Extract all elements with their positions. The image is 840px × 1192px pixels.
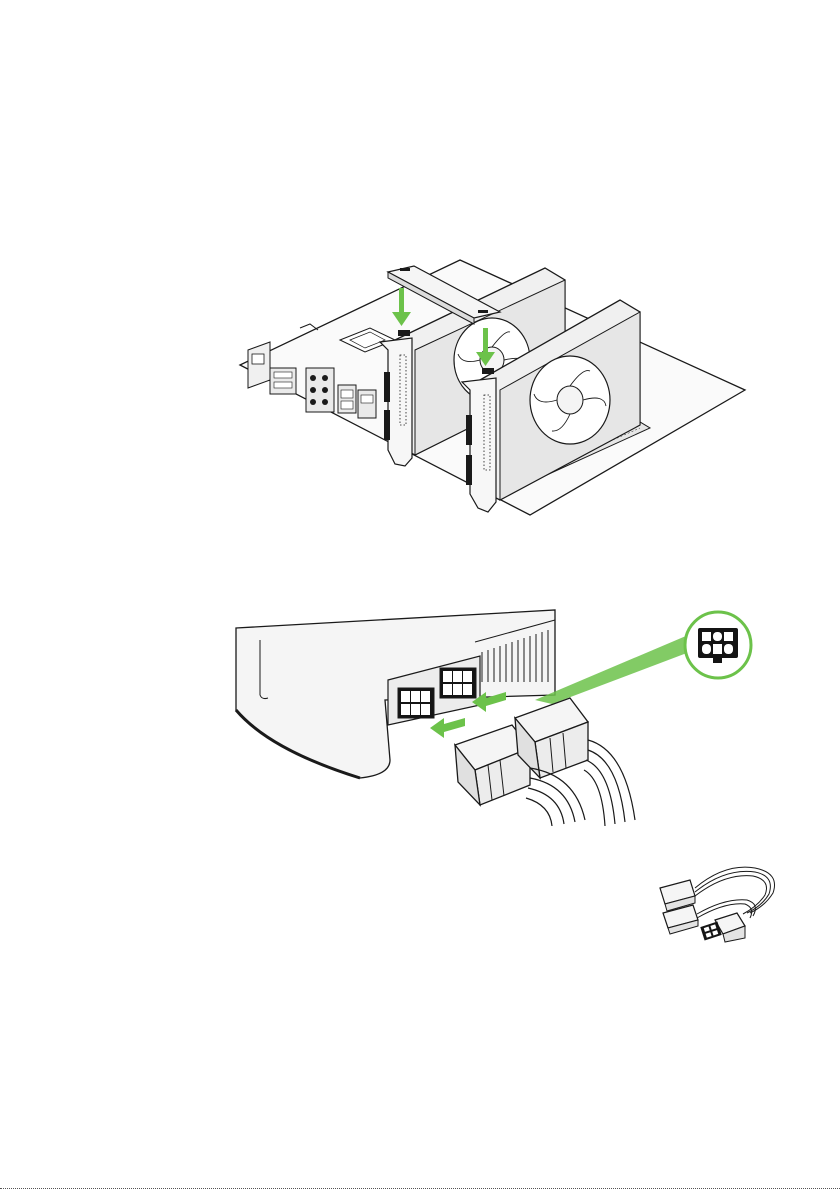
power-adapter-diagram — [655, 858, 785, 943]
page-bottom-divider — [0, 1188, 840, 1189]
sli-installation-illustration — [200, 250, 760, 520]
power-connection-illustration — [230, 600, 770, 830]
sli-installation-diagram — [200, 250, 760, 520]
pcie-power-connector-icon — [440, 668, 476, 698]
insert-arrow-icon — [430, 718, 465, 738]
molex-to-pcie-adapter-icon — [655, 858, 785, 943]
pcie-power-connector-icon — [398, 688, 434, 718]
connector-pinout-callout-icon — [685, 612, 751, 678]
power-connection-diagram — [230, 600, 770, 830]
